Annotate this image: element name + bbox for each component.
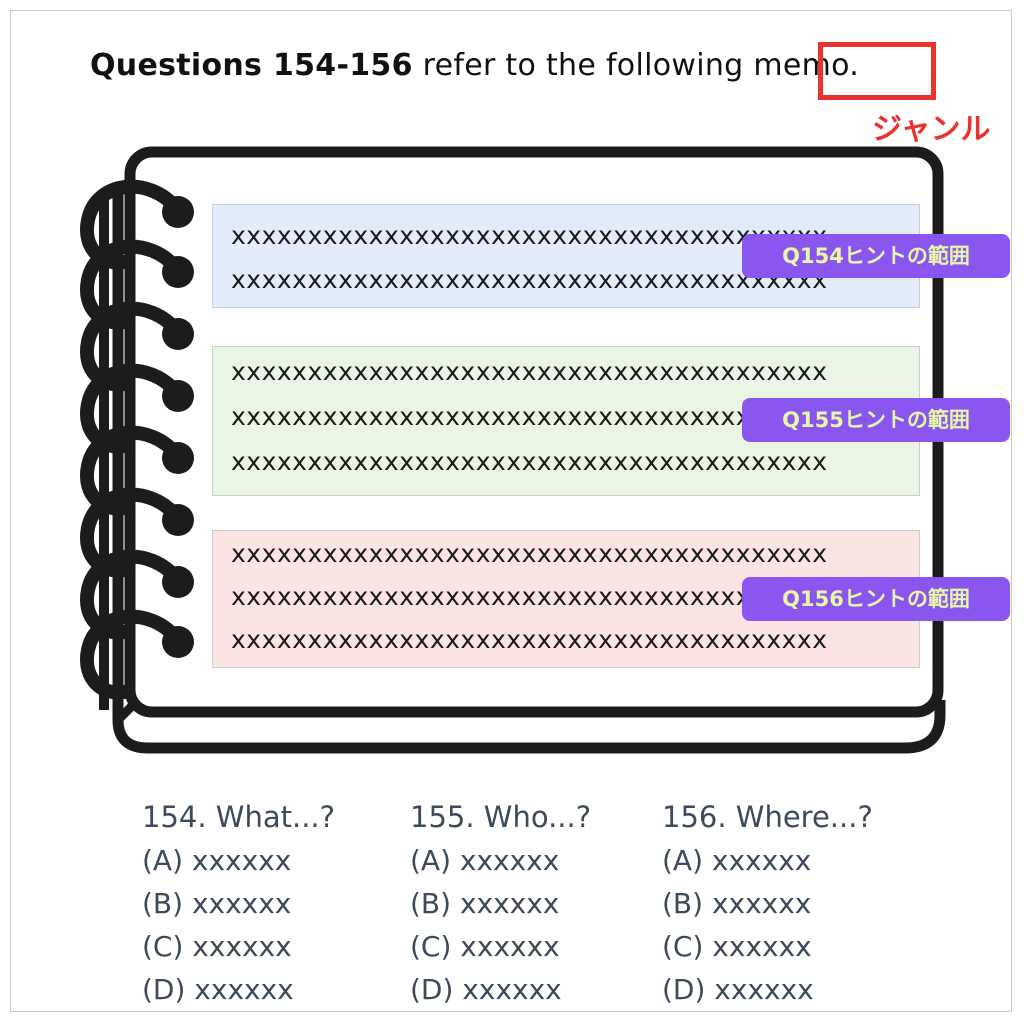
passage-line: xxxxxxxxxxxxxxxxxxxxxxxxxxxxxxxxxxxxxxx — [231, 265, 828, 294]
question-title: 154. What...? — [142, 800, 336, 834]
answer-option: (A) xxxxxx — [662, 844, 812, 877]
header-question-range: Questions 154-156 — [90, 48, 413, 83]
answer-option: (B) xxxxxx — [662, 887, 812, 920]
hint-label-q156: Q156ヒントの範囲 — [742, 577, 1010, 621]
passage-line: xxxxxxxxxxxxxxxxxxxxxxxxxxxxxxxxxxxxxxx — [231, 625, 828, 654]
answer-option: (C) xxxxxx — [410, 930, 560, 963]
passage-line: xxxxxxxxxxxxxxxxxxxxxxxxxxxxxxxxxxxxxxx — [231, 582, 828, 611]
answer-option: (D) xxxxxx — [662, 973, 814, 1006]
answer-option: (D) xxxxxx — [410, 973, 562, 1006]
passage-line: xxxxxxxxxxxxxxxxxxxxxxxxxxxxxxxxxxxxxxx — [231, 539, 828, 568]
answer-option: (B) xxxxxx — [410, 887, 560, 920]
passage-section-q156: xxxxxxxxxxxxxxxxxxxxxxxxxxxxxxxxxxxxxxx … — [212, 530, 920, 668]
hint-label-q154: Q154ヒントの範囲 — [742, 234, 1010, 278]
passage-line: xxxxxxxxxxxxxxxxxxxxxxxxxxxxxxxxxxxxxxx — [231, 221, 828, 250]
question-156: 156. Where...? (A) xxxxxx (B) xxxxxx (C)… — [662, 796, 873, 1011]
passage-line: xxxxxxxxxxxxxxxxxxxxxxxxxxxxxxxxxxxxxxx — [231, 447, 828, 476]
answer-option: (C) xxxxxx — [142, 930, 292, 963]
answer-option: (C) xxxxxx — [662, 930, 812, 963]
answer-option: (A) xxxxxx — [142, 844, 292, 877]
header-text: refer to the following — [412, 48, 754, 83]
passage-line: xxxxxxxxxxxxxxxxxxxxxxxxxxxxxxxxxxxxxxx — [231, 402, 828, 431]
answer-option: (D) xxxxxx — [142, 973, 294, 1006]
answer-option: (B) xxxxxx — [142, 887, 292, 920]
figure-frame — [10, 10, 1012, 1012]
genre-highlight-box — [818, 42, 936, 100]
question-154: 154. What...? (A) xxxxxx (B) xxxxxx (C) … — [142, 796, 335, 1011]
answer-option: (A) xxxxxx — [410, 844, 560, 877]
question-title: 156. Where...? — [662, 800, 873, 834]
genre-label: ジャンル — [872, 112, 991, 147]
passage-header: Questions 154-156 refer to the following… — [90, 48, 859, 98]
question-155: 155. Who...? (A) xxxxxx (B) xxxxxx (C) x… — [410, 796, 591, 1011]
header-genre-word: memo. — [753, 48, 860, 83]
passage-line: xxxxxxxxxxxxxxxxxxxxxxxxxxxxxxxxxxxxxxx — [231, 357, 828, 386]
hint-label-q155: Q155ヒントの範囲 — [742, 398, 1010, 442]
question-title: 155. Who...? — [410, 800, 592, 834]
